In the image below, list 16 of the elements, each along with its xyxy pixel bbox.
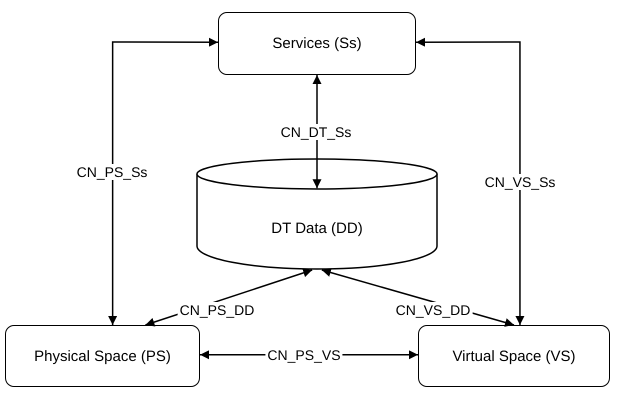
edge-label: CN_PS_DD [178, 302, 256, 318]
edge-label: CN_PS_Ss [74, 164, 150, 180]
edge-label: CN_DT_Ss [278, 124, 354, 140]
connector-arrow [416, 38, 524, 325]
node-label: DT Data (DD) [271, 220, 363, 236]
edge-label: CN_VS_DD [394, 302, 472, 318]
process-box [418, 325, 610, 387]
process-box [5, 325, 200, 387]
node-label: Physical Space (PS) [34, 348, 171, 364]
node-label: Virtual Space (VS) [452, 348, 576, 364]
process-box [218, 12, 416, 75]
node-label: Services (Ss) [272, 35, 362, 52]
edge-label: CN_VS_Ss [482, 174, 558, 190]
database-cylinder [196, 158, 438, 270]
edge-label: CN_PS_VS [265, 347, 343, 363]
connector-arrow [108, 38, 218, 325]
